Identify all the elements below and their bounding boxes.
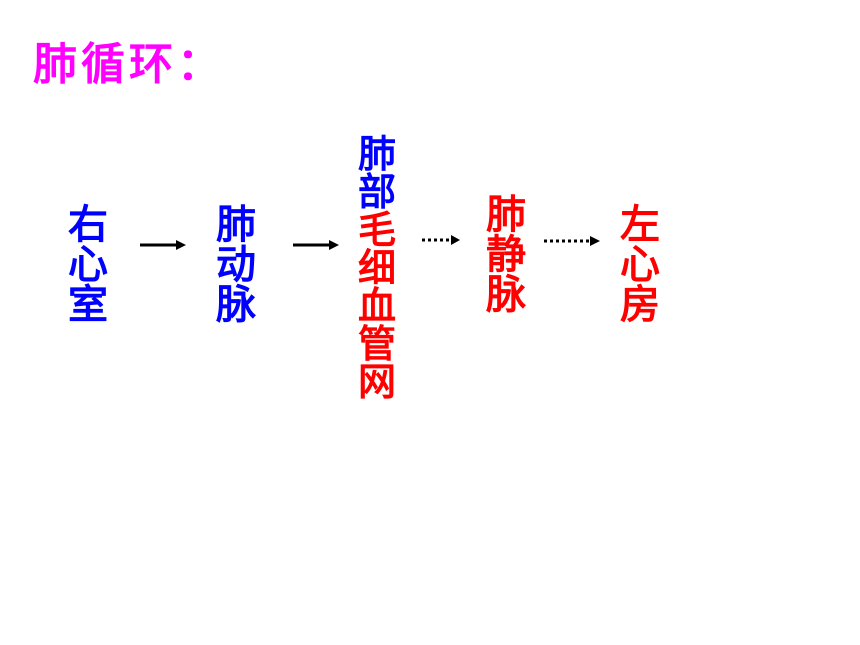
node-char: 右: [68, 202, 108, 248]
node-char: 房: [620, 282, 660, 328]
node-right-ventricle: 右 心 室: [66, 205, 110, 325]
node-char: 毛: [357, 208, 396, 252]
node-char: 脉: [216, 282, 256, 328]
node-char: 网: [357, 360, 396, 404]
node-char: 动: [216, 242, 256, 288]
node-left-atrium: 左 心 房: [618, 205, 662, 325]
node-char: 部: [357, 170, 396, 214]
node-pulmonary-artery: 肺 动 脉: [214, 205, 258, 325]
node-pulmonary-vein: 肺 静 脉: [484, 195, 528, 315]
arrow-dotted-1: [422, 234, 460, 246]
node-char: 静: [486, 232, 526, 278]
arrow-solid-1: [140, 238, 186, 252]
node-char: 心: [620, 242, 660, 288]
node-pulmonary-capillary-network: 肺 部 毛 细 血 管 网: [356, 135, 398, 401]
node-char: 肺: [216, 202, 256, 248]
node-char: 管: [357, 322, 396, 366]
node-char: 脉: [486, 272, 526, 318]
node-char: 室: [68, 282, 108, 328]
page-title: 肺循环：: [33, 39, 225, 90]
arrow-solid-2: [293, 238, 339, 252]
node-char: 细: [357, 246, 396, 290]
arrow-dotted-2: [544, 235, 600, 247]
node-char: 肺: [486, 192, 526, 238]
node-char: 血: [357, 284, 396, 328]
node-char: 左: [620, 202, 660, 248]
node-char: 肺: [357, 132, 396, 176]
node-char: 心: [68, 242, 108, 288]
